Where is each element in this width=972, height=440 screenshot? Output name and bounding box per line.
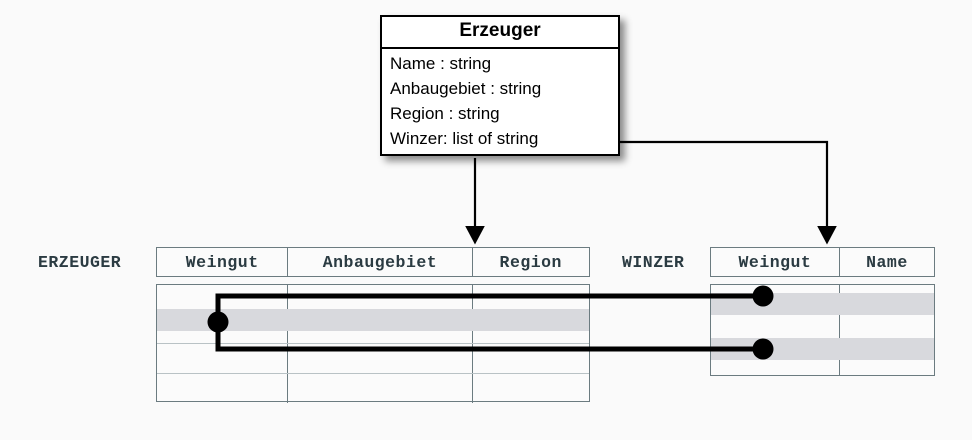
table-cell-name[interactable] <box>840 285 934 314</box>
table-row[interactable] <box>711 345 934 376</box>
table-cell-weingut[interactable] <box>157 285 289 314</box>
table-cell-weingut[interactable] <box>157 314 289 343</box>
table-row[interactable] <box>157 373 589 404</box>
column-header-region[interactable]: Region <box>499 252 562 272</box>
table-label-winzer: WINZER <box>622 253 685 272</box>
table-header-winzer: Weingut Name <box>710 247 935 277</box>
winzer-mapping-arrow <box>612 140 837 245</box>
column-header-weingut[interactable]: Weingut <box>711 248 840 276</box>
table-header-erzeuger: Weingut Anbaugebiet Region <box>156 247 590 277</box>
uml-attribute-anbaugebiet: Anbaugebiet : string <box>390 78 542 98</box>
table-cell-weingut[interactable] <box>711 285 840 315</box>
table-row[interactable] <box>157 314 589 344</box>
table-body-winzer <box>710 284 935 376</box>
uml-attribute-region: Region : string <box>390 103 500 123</box>
table-row[interactable] <box>711 285 934 316</box>
table-cell-region[interactable] <box>473 315 589 344</box>
table-cell-weingut[interactable] <box>711 315 840 345</box>
uml-class-name: Erzeuger <box>382 17 618 49</box>
table-cell-anbaugebiet[interactable] <box>288 344 473 373</box>
table-row[interactable] <box>157 344 589 374</box>
uml-attribute-list: Name : string Anbaugebiet : string Regio… <box>382 49 618 154</box>
table-cell-weingut[interactable] <box>711 345 840 376</box>
column-header-name[interactable]: Name <box>866 252 908 272</box>
table-cell-anbaugebiet[interactable] <box>288 285 473 314</box>
uml-attribute-name: Name : string <box>390 53 492 73</box>
column-header-anbaugebiet[interactable]: Anbaugebiet <box>288 248 473 276</box>
uml-class-box-erzeuger[interactable]: Erzeuger Name : string Anbaugebiet : str… <box>380 15 620 156</box>
table-cell-name[interactable] <box>840 315 934 344</box>
column-header-weingut[interactable]: Weingut <box>157 248 289 276</box>
table-cell-anbaugebiet[interactable] <box>288 373 473 403</box>
table-cell-region[interactable] <box>473 374 589 404</box>
table-label-erzeuger: ERZEUGER <box>38 253 122 272</box>
table-cell-region[interactable] <box>473 344 589 373</box>
table-cell-weingut[interactable] <box>157 344 289 373</box>
table-cell-weingut[interactable] <box>157 373 289 403</box>
table-body-erzeuger <box>156 284 590 404</box>
table-cell-name[interactable] <box>840 346 934 376</box>
table-cell-region[interactable] <box>473 285 589 314</box>
table-row[interactable] <box>157 285 589 315</box>
uml-attribute-winzer: Winzer: list of string <box>390 128 539 148</box>
table-row[interactable] <box>711 315 934 346</box>
table-cell-anbaugebiet[interactable] <box>288 314 473 343</box>
